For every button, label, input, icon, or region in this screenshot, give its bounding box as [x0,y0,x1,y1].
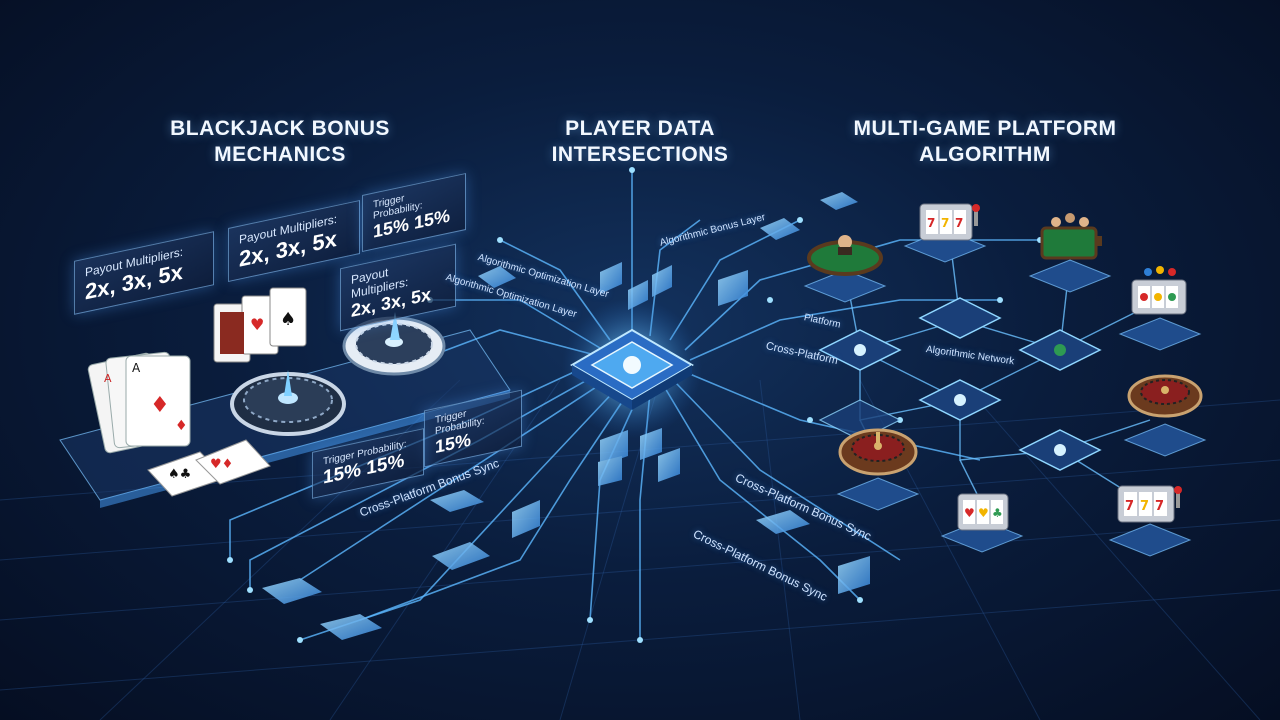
heading-line: MULTI-GAME PLATFORM [853,117,1117,140]
trace-nodes [227,167,1043,643]
svg-text:7: 7 [1155,499,1164,514]
platform-node-tiles [818,297,1102,471]
svg-text:♦: ♦ [175,418,188,434]
svg-text:7: 7 [941,216,949,230]
svg-text:♦: ♦ [150,393,170,418]
heading-multi-game-platform-algorithm: MULTI-GAME PLATFORM ALGORITHM [830,116,1140,168]
heading-line: BLACKJACK BONUS [170,117,390,140]
svg-text:7: 7 [1125,499,1134,514]
heading-player-data-intersections: PLAYER DATA INTERSECTIONS [520,116,760,168]
svg-text:♥: ♥ [978,506,989,520]
svg-text:7: 7 [1140,499,1149,514]
svg-text:7: 7 [927,216,935,230]
central-core-hub [562,298,702,438]
svg-text:7: 7 [955,216,963,230]
heading-line: MECHANICS [214,143,346,166]
heading-line: PLAYER DATA [565,117,715,140]
svg-text:♣: ♣ [992,506,1003,520]
blackjack-table-icon [807,235,883,276]
roulette-wheel-icon-2 [838,428,918,476]
playing-cards-lying: ♠♣ ♥♦ [147,439,271,497]
svg-text:♠♣: ♠♣ [168,467,191,482]
roulette-wheel-icon [1127,374,1203,418]
svg-text:♥: ♥ [250,315,264,334]
heading-blackjack-bonus-mechanics: BLACKJACK BONUS MECHANICS [150,116,410,168]
svg-text:♠: ♠ [280,309,296,330]
slot-machine-icon-2 [1131,266,1187,315]
slot-machine-icon: 7 7 7 [919,203,980,241]
bonus-wheel-right [342,312,446,376]
svg-text:♥: ♥ [964,506,975,520]
slot-machine-icon-4: 7 7 7 [1117,485,1182,523]
bonus-wheel-left [230,370,346,436]
heading-line: INTERSECTIONS [551,143,729,166]
playing-cards-fan: A A ♦ ♦ [87,351,191,454]
playing-cards-upright: ♥ ♠ [213,287,307,363]
poker-table-icon [1040,213,1102,260]
slot-machine-icon-3: ♥ ♥ ♣ [957,493,1009,531]
svg-text:A: A [104,372,112,385]
floating-tiles [262,192,870,640]
svg-text:♥♦: ♥♦ [210,457,233,472]
heading-line: ALGORITHM [919,143,1051,166]
svg-text:A: A [132,361,141,375]
